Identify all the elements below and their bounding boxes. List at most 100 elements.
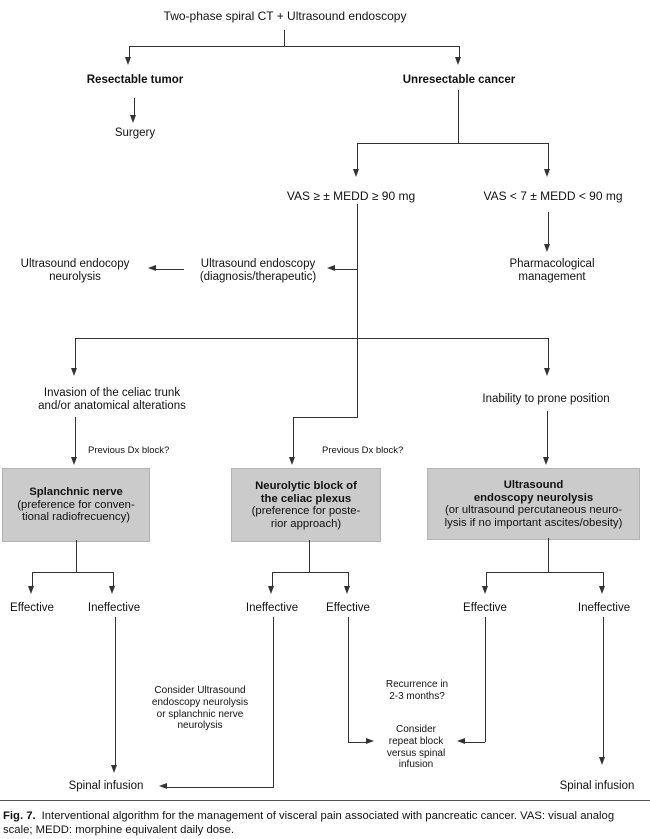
connector-line (548, 538, 549, 572)
connector-line (357, 143, 358, 169)
connector-line (348, 617, 349, 742)
connector-line (357, 204, 358, 417)
arrowhead-down (268, 586, 274, 594)
arrowhead-left (148, 265, 156, 271)
connector-line (129, 46, 460, 47)
note-line: Consider (395, 724, 437, 735)
note-line: Consider Ultrasound (154, 685, 246, 696)
box-line: (preference for poste- (251, 505, 361, 517)
connector-line (603, 617, 604, 757)
arrowhead-down (544, 244, 550, 252)
connector-line (348, 572, 349, 586)
box-splanchnic-nerve: Splanchnic nerve (preference for conven-… (2, 468, 150, 542)
node-vas-high: VAS ≥ ± MEDD ≥ 90 mg (286, 189, 416, 203)
note-line: neurolysis (177, 720, 223, 732)
label-effective-middle: Effective (326, 602, 370, 614)
arrowhead-down (289, 457, 295, 465)
connector-line (293, 417, 294, 457)
connector-line (548, 143, 549, 169)
node-line: Ultrasound endoscopy (200, 258, 316, 270)
connector-line (335, 269, 357, 270)
connector-line (284, 30, 285, 46)
note-line: repeat block (388, 735, 444, 747)
box-line: Ultrasound (503, 479, 564, 491)
box-line: the celiac plexus (260, 492, 352, 505)
box-line: rior approach) (270, 517, 342, 530)
arrowhead-down (455, 57, 461, 65)
arrowhead-down (544, 368, 550, 376)
box-line: tional radiofrecuency) (21, 511, 130, 524)
node-invasion-celiac-trunk: Invasion of the celiac trunk and/or anat… (38, 387, 186, 412)
note-line: Recurrence in (385, 679, 449, 690)
node-ultrasound-endoscopy-neurolysis: Ultrasound endocopy neurolysis (21, 258, 130, 283)
connector-line (309, 540, 310, 572)
box-line: Neurolytic block of (255, 480, 357, 492)
connector-line (272, 572, 349, 573)
note-line: endoscopy neurolysis (151, 696, 249, 708)
caption-text: Interventional algorithm for the managem… (41, 810, 615, 822)
node-surgery: Surgery (114, 127, 156, 139)
box-neurolytic-celiac-plexus: Neurolytic block of the celiac plexus (p… (231, 468, 381, 542)
connector-line (113, 572, 114, 586)
connector-line (75, 417, 76, 457)
arrowhead-down (544, 169, 550, 177)
box-line: (preference for conven- (17, 498, 135, 511)
connector-line (486, 572, 487, 586)
connector-line (273, 617, 274, 788)
arrowhead-down (353, 169, 359, 177)
node-spinal-infusion-right: Spinal infusion (559, 780, 635, 792)
arrowhead-left (457, 738, 465, 744)
connector-line (547, 411, 548, 457)
box-line: (or ultrasound percutaneous neuro- (444, 504, 623, 516)
box-line: Splanchnic nerve (29, 486, 123, 499)
label-ineffective-middle: Ineffective (245, 602, 299, 614)
arrowhead-down (28, 586, 34, 594)
box-line: lysis if no important ascites/obesity) (444, 516, 623, 529)
note-line: infusion (398, 759, 434, 771)
caption-rule (0, 800, 650, 801)
arrowhead-down (71, 368, 77, 376)
node-spinal-infusion-left: Spinal infusion (68, 780, 144, 792)
arrowhead-down (543, 457, 549, 465)
arrowhead-down (482, 586, 488, 594)
arrowhead-right (366, 738, 374, 744)
figure-caption-line2: scale; MEDD: morphine equivalent daily d… (3, 824, 235, 836)
arrowhead-down (109, 586, 115, 594)
node-vas-low: VAS < 7 ± MEDD < 90 mg (483, 189, 623, 203)
label-effective-right: Effective (463, 602, 507, 614)
connector-line (485, 617, 486, 742)
connector-line (465, 742, 485, 743)
connector-line (548, 212, 549, 244)
connector-line (75, 338, 76, 368)
connector-line (115, 617, 116, 765)
note-line: versus spinal (386, 747, 446, 759)
arrowhead-down (344, 586, 350, 594)
connector-line (293, 417, 358, 418)
label-effective-left: Effective (10, 602, 54, 614)
note-recurrence: Recurrence in 2-3 months? (386, 679, 448, 703)
node-pharmacological-management: Pharmacological management (509, 258, 594, 283)
node-inability-prone-position: Inability to prone position (482, 393, 610, 405)
connector-line (76, 540, 77, 572)
label-previous-dx-block-middle: Previous Dx block? (322, 445, 404, 456)
box-ultrasound-endoscopy-neurolysis: Ultrasound endoscopy neurolysis (or ultr… (427, 468, 640, 540)
node-line: Pharmacological (509, 258, 595, 270)
node-line: and/or anatomical alterations (38, 399, 186, 412)
connector-line (272, 572, 273, 586)
label-ineffective-right: Ineffective (577, 602, 631, 614)
node-line: management (518, 270, 586, 283)
arrowhead-down (130, 115, 136, 123)
arrowhead-down (599, 757, 605, 765)
connector-line (459, 46, 460, 58)
connector-line (134, 98, 135, 116)
arrowhead-down (125, 57, 131, 65)
node-ultrasound-endoscopy-diagnostic: Ultrasound endoscopy (diagnosis/therapeu… (200, 258, 316, 283)
box-line: endoscopy neurolysis (473, 491, 594, 504)
label-previous-dx-block-left: Previous Dx block? (88, 445, 170, 456)
connector-line (75, 338, 549, 339)
node-resectable-tumor: Resectable tumor (86, 74, 184, 86)
node-unresectable-cancer: Unresectable cancer (402, 74, 516, 86)
connector-line (348, 742, 366, 743)
arrowhead-down (111, 765, 117, 773)
connector-line (486, 572, 604, 573)
